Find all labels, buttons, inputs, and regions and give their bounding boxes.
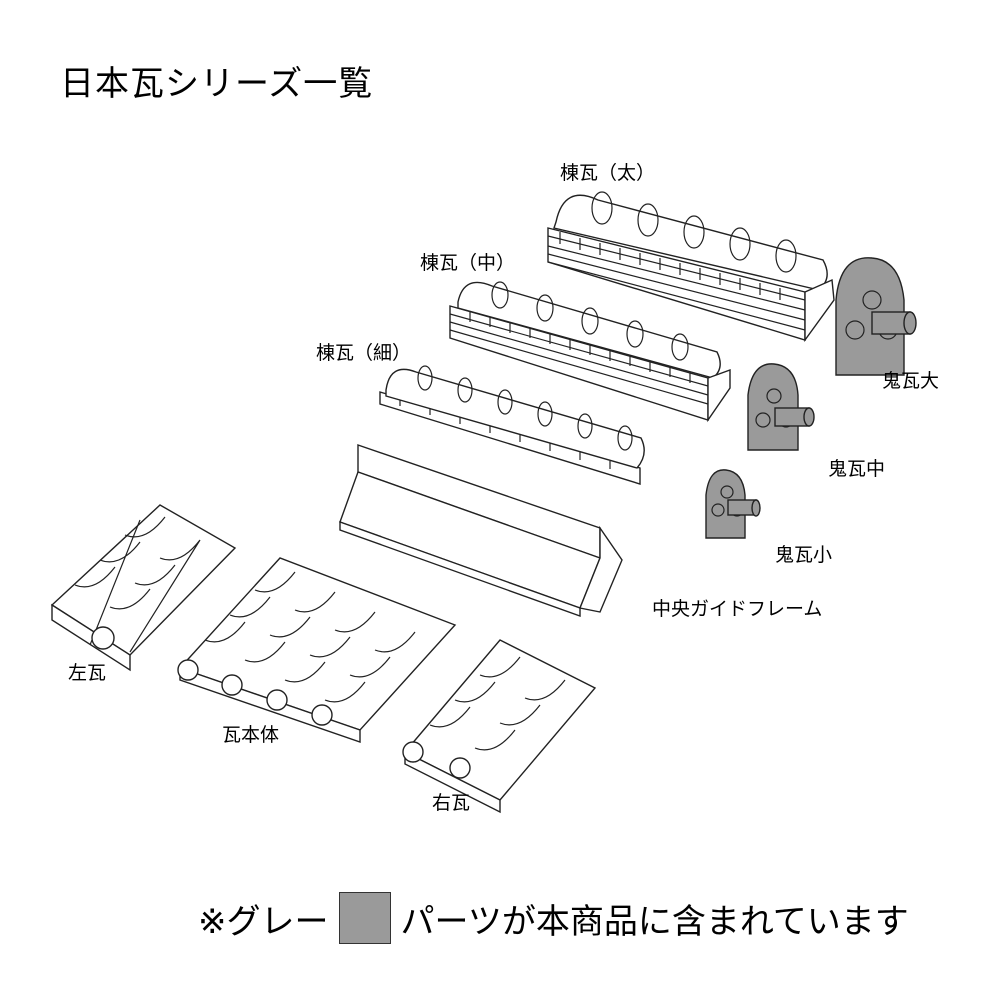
label-main-tile-body: 瓦本体 [222,724,280,746]
label-ridge-tile-medium: 棟瓦（中） [420,252,516,274]
label-ridge-tile-large: 棟瓦（太） [560,162,656,184]
label-center-guide-frame: 中央ガイドフレーム [652,598,823,620]
left-tile [50,504,237,672]
label-ridge-tile-thin: 棟瓦（細） [316,342,412,364]
ridge-tile-large [547,191,835,343]
ridge-tile-medium [449,281,731,423]
footer-suffix: パーツが本商品に含まれています [400,901,909,942]
label-onigawara-medium: 鬼瓦中 [828,458,886,480]
main-tile-body [177,557,457,743]
footer-prefix: ※グレー [198,901,329,942]
gray-swatch [338,892,391,944]
onigawara-medium [747,363,815,451]
onigawara-small [705,469,761,539]
label-onigawara-large: 鬼瓦大 [882,370,940,392]
label-right-tile: 右瓦 [432,792,471,814]
page-title: 日本瓦シリーズ一覧 [60,64,374,104]
label-left-tile: 左瓦 [68,662,107,684]
footer-note: ※グレー パーツが本商品に含まれています [198,892,909,944]
ridge-tile-thin [379,365,645,485]
onigawara-large [835,257,917,376]
center-guide-frame [339,444,623,617]
right-tile [402,639,597,814]
label-onigawara-small: 鬼瓦小 [775,544,833,566]
